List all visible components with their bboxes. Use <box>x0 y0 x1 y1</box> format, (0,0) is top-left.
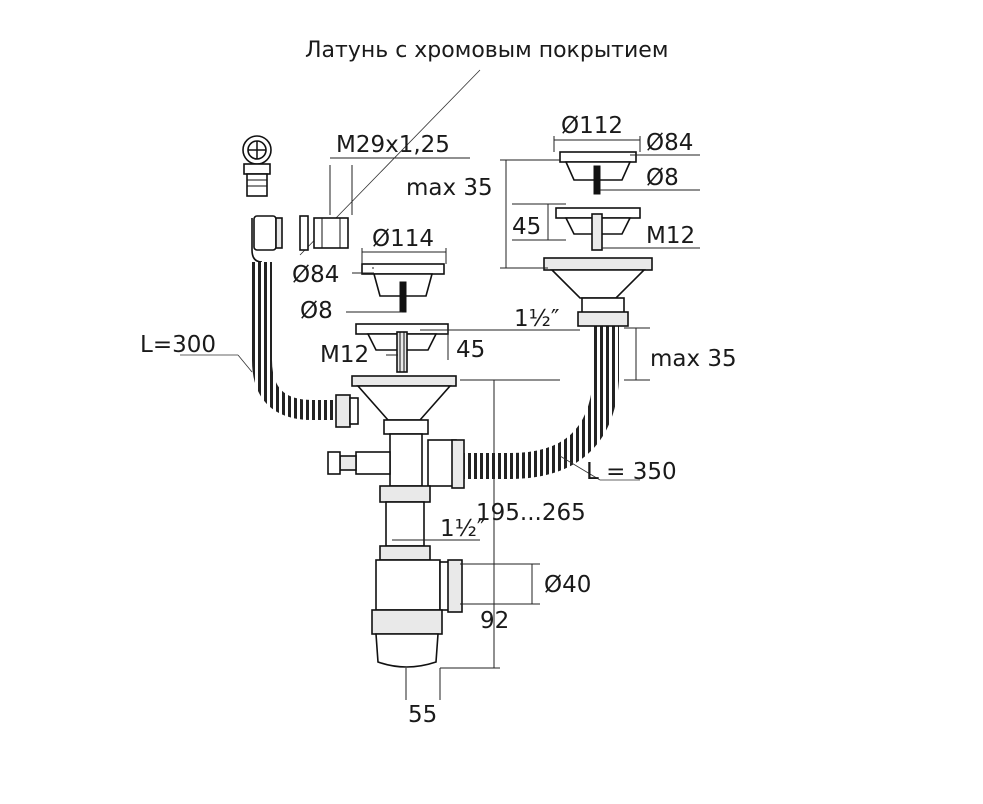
central-tee <box>327 419 465 561</box>
h92-label: 92 <box>480 608 509 634</box>
d8-left-label: Ø8 <box>300 298 333 324</box>
max35-right-label: max 35 <box>650 346 737 372</box>
m29-nut-assembly <box>299 215 349 251</box>
right-strainer <box>543 151 653 327</box>
main-hose <box>464 325 619 479</box>
bottle-trap <box>371 559 463 668</box>
d112-label: Ø112 <box>561 113 623 139</box>
m12-left-label: M12 <box>320 342 369 368</box>
left-hose-nut <box>335 394 359 428</box>
l300-label: L=300 <box>140 332 216 358</box>
overflow-hose <box>252 262 338 420</box>
left-strainer <box>351 263 457 421</box>
d84-left-label: Ø84 <box>292 262 339 288</box>
max35-top-label: max 35 <box>406 175 493 201</box>
w55-label: 55 <box>408 702 437 728</box>
d84-right-label: Ø84 <box>646 130 693 156</box>
title-label: Латунь с хромовым покрытием <box>305 38 668 63</box>
m12-right-label: M12 <box>646 223 695 249</box>
thread-upper-label: 1½″ <box>514 306 560 332</box>
l350-label: L = 350 <box>586 459 677 485</box>
h45-right-label: 45 <box>512 214 541 240</box>
overflow-grid-icon <box>242 135 272 197</box>
d40-label: Ø40 <box>544 572 591 598</box>
overflow-elbow <box>251 215 283 263</box>
m29-label: M29x1,25 <box>336 132 450 158</box>
d8-right-label: Ø8 <box>646 165 679 191</box>
thread-lower-label: 1½″ <box>440 516 486 542</box>
d114-label: Ø114 <box>372 226 434 252</box>
h195-265-label: 195...265 <box>476 500 586 526</box>
h45-left-label: 45 <box>456 337 485 363</box>
